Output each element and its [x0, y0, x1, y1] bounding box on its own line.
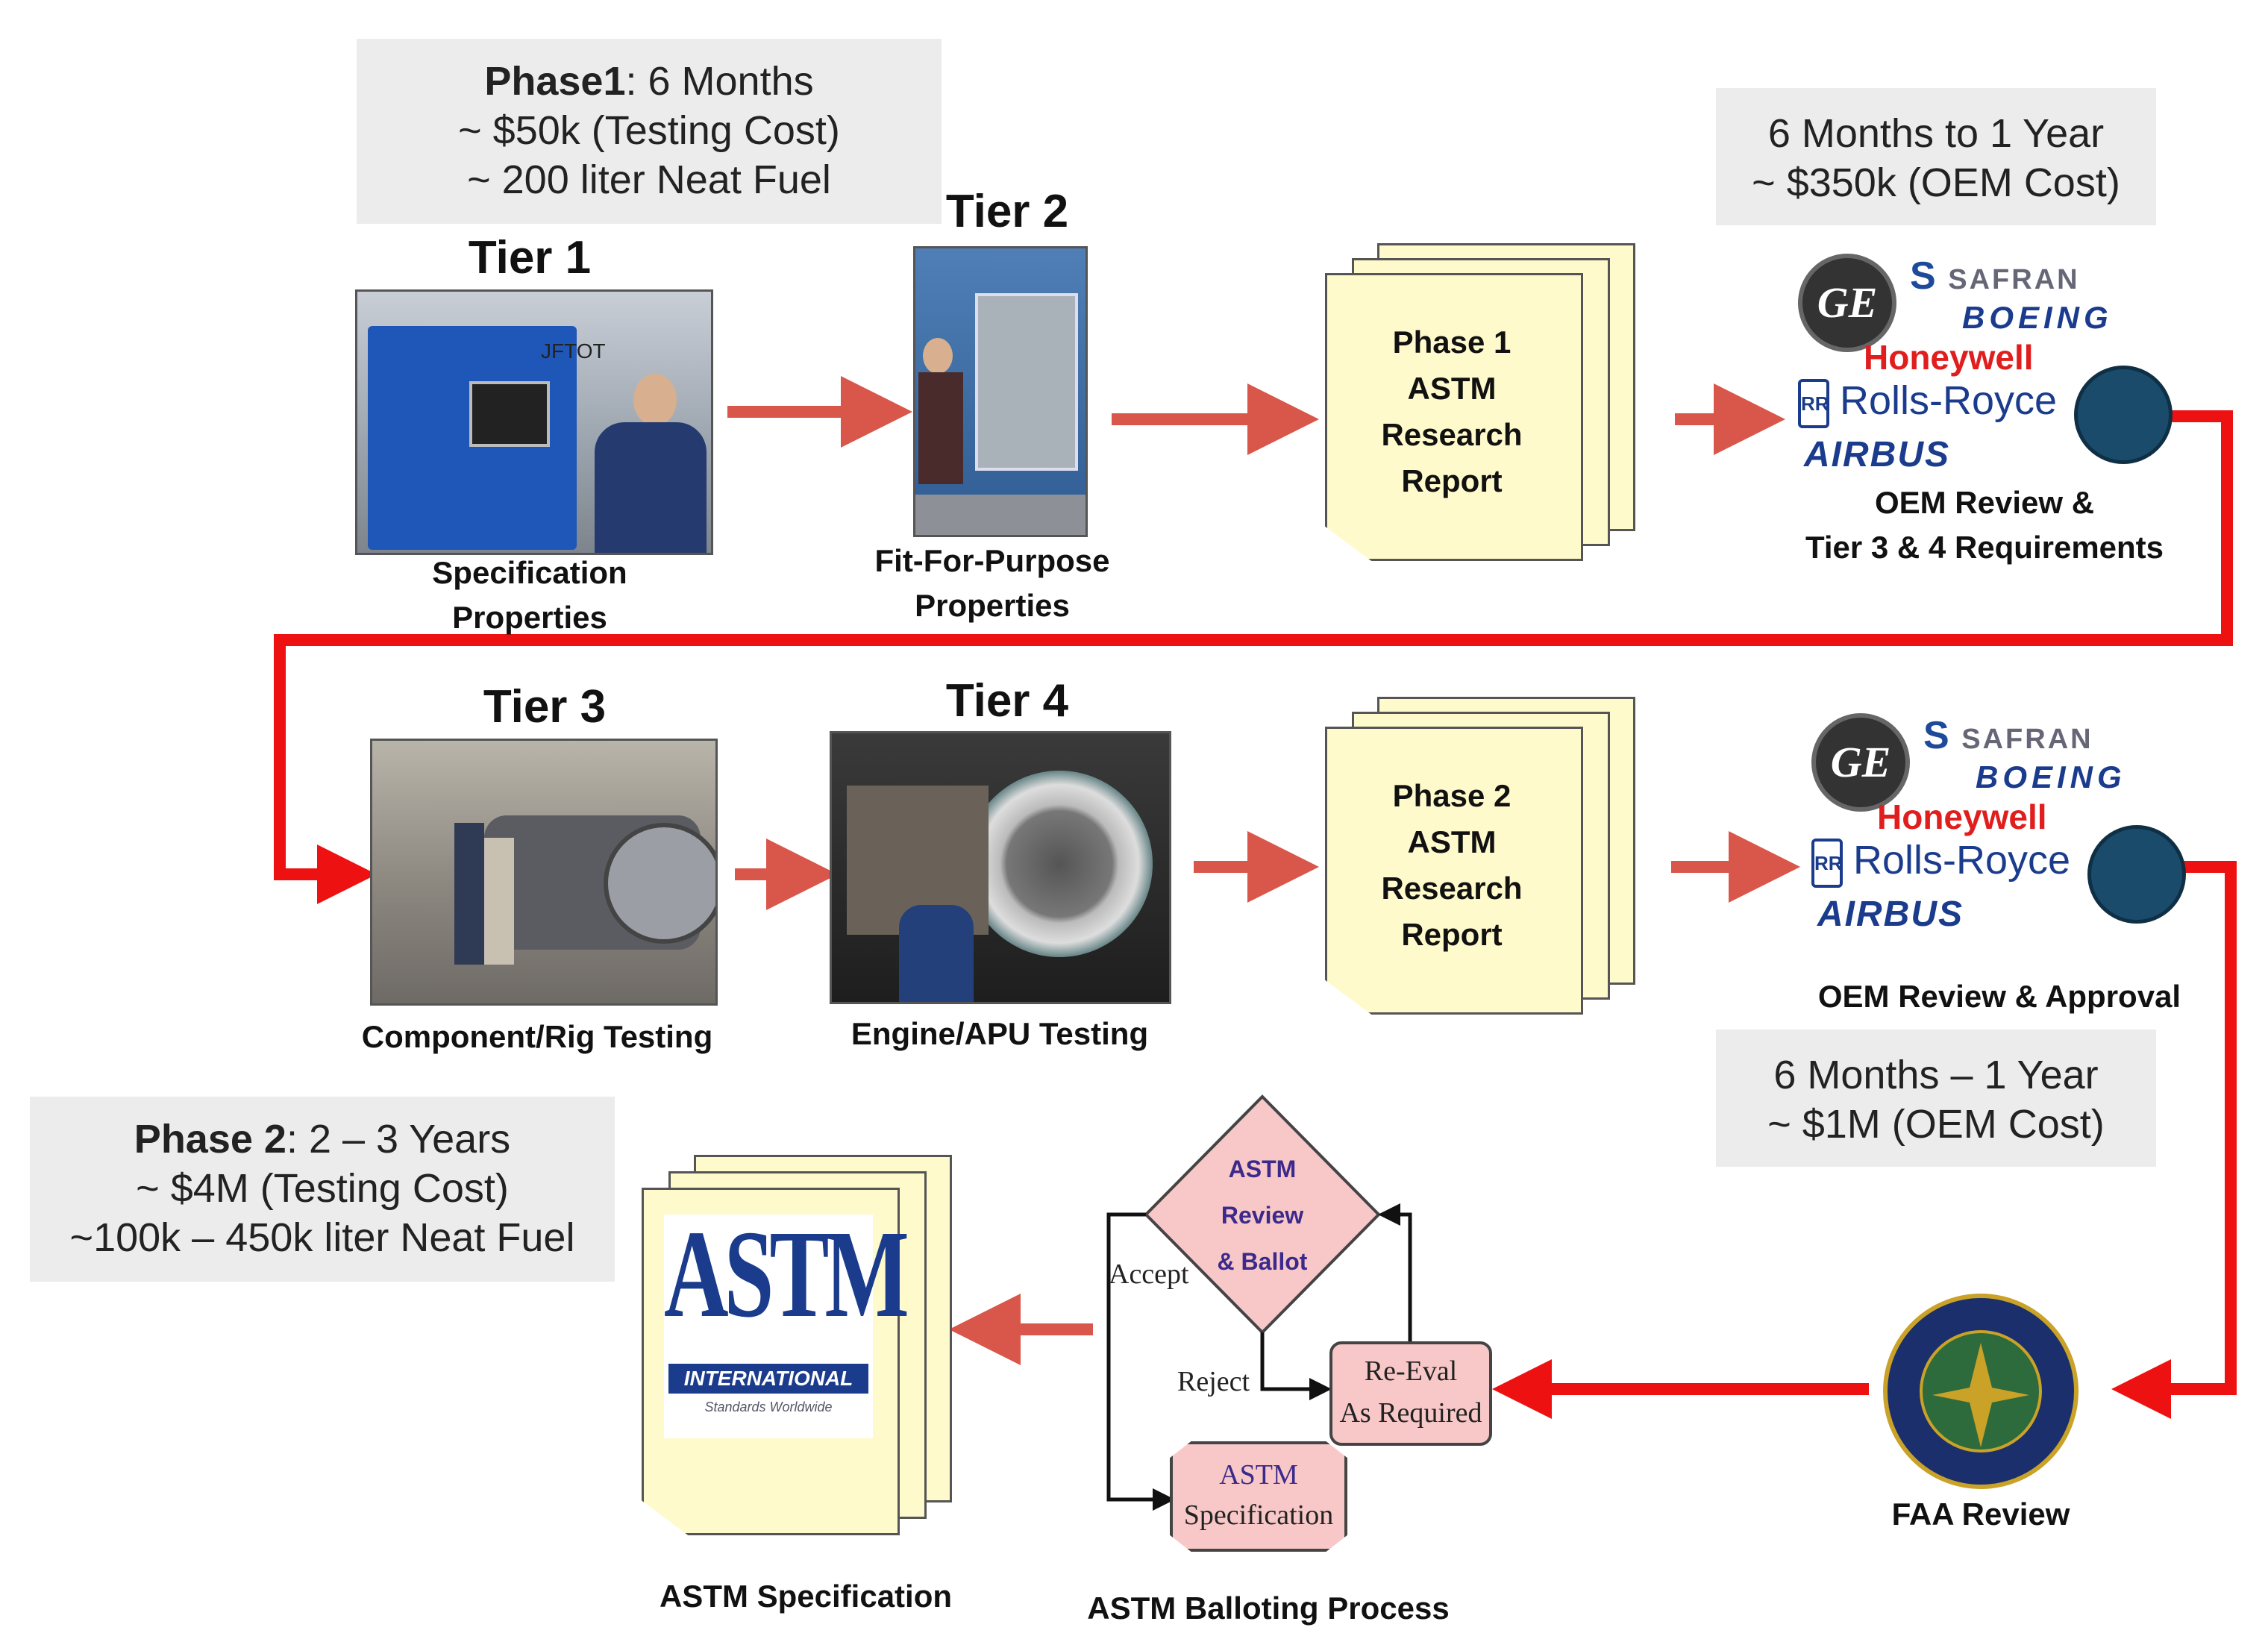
- reeval-line1: Re-Eval: [1364, 1356, 1458, 1387]
- phase2-note: Phase 2: 2 – 3 Years ~ $4M (Testing Cost…: [30, 1097, 615, 1282]
- oem1-caption: OEM Review & Tier 3 & 4 Requirements: [1805, 485, 2164, 565]
- tier3-title: Tier 3: [483, 681, 607, 733]
- tier2-rig: [975, 293, 1078, 471]
- astm-spec-box-line1: ASTM: [1219, 1459, 1298, 1491]
- phase2-fuel: ~100k – 450k liter Neat Fuel: [69, 1215, 575, 1260]
- astm-spec-document: ASTM INTERNATIONAL Standards Worldwide: [642, 1155, 970, 1535]
- phase2-report: Phase 2 ASTM Research Report: [1325, 697, 1638, 1015]
- oem-cost-note-2: 6 Months – 1 Year ~ $1M (OEM Cost): [1716, 1030, 2156, 1167]
- boeing-logo: BOEING: [1962, 300, 2113, 335]
- oem-cost-note-1-cost: ~ $350k (OEM Cost): [1752, 160, 2120, 205]
- astm-logo: ASTM INTERNATIONAL Standards Worldwide: [664, 1204, 909, 1438]
- tier3-person-1: [454, 823, 484, 965]
- phase2-duration: : 2 – 3 Years: [286, 1117, 511, 1162]
- tier2-title: Tier 2: [945, 186, 1069, 237]
- airbus-logo-2: AIRBUS: [1817, 894, 1964, 934]
- ballot-diamond-text: ASTM Review & Ballot: [1217, 1156, 1308, 1275]
- airbus-logo: AIRBUS: [1804, 435, 1951, 474]
- tier2-operator-head: [923, 338, 953, 374]
- tier1-title: Tier 1: [468, 232, 592, 283]
- pratt-whitney-eagle-icon-2: [2087, 825, 2186, 924]
- safran-logo: S SAFRAN: [1910, 254, 2080, 298]
- phase2-label: Phase 2: [134, 1117, 286, 1162]
- phase2-report-text: Phase 2 ASTM Research Report: [1381, 778, 1523, 952]
- oem-cost-note-1: 6 Months to 1 Year ~ $350k (OEM Cost): [1716, 88, 2156, 225]
- safran-logo-2: S SAFRAN: [1923, 714, 2093, 757]
- phase1-note: Phase1: 6 Months ~ $50k (Testing Cost) ~…: [357, 39, 942, 224]
- tier2-photo: [913, 246, 1088, 537]
- reeval-box: Re-Eval As Required: [1329, 1341, 1492, 1446]
- ge-logo-2: GE: [1811, 713, 1910, 812]
- rolls-royce-badge-icon-2: RR: [1811, 838, 1843, 888]
- honeywell-logo-2: Honeywell: [1877, 797, 2047, 836]
- faa-seal-icon: [1883, 1294, 2079, 1489]
- faa-caption: FAA Review: [1891, 1497, 2070, 1532]
- phase1-report: Phase 1 ASTM Research Report: [1325, 243, 1638, 561]
- tier3-engine-cylinder: [604, 823, 715, 944]
- accept-label: Accept: [1109, 1259, 1189, 1290]
- tier2-caption: Fit-For-Purpose Properties: [874, 543, 1110, 623]
- tier1-photo: JFTOT: [355, 289, 713, 555]
- tier1-caption: Specification Properties: [432, 555, 627, 635]
- phase1-duration: : 6 Months: [625, 59, 814, 104]
- phase1-label: Phase1: [484, 59, 626, 104]
- tier4-title: Tier 4: [945, 675, 1069, 727]
- astm-logo-mark: ASTM: [664, 1204, 909, 1344]
- jftot-label: JFTOT: [541, 339, 606, 363]
- reject-label: Reject: [1177, 1366, 1250, 1397]
- tier2-floor: [915, 495, 1086, 535]
- rolls-royce-badge-icon: RR: [1798, 378, 1829, 428]
- tier2-operator-body: [918, 372, 963, 484]
- astm-spec-caption: ASTM Specification: [659, 1579, 953, 1614]
- honeywell-logo: Honeywell: [1864, 338, 2034, 377]
- tier4-technician: [899, 905, 974, 1002]
- operator-head: [633, 374, 677, 426]
- ballot-caption: ASTM Balloting Process: [1087, 1591, 1450, 1626]
- tier4-photo: [830, 731, 1171, 1004]
- pratt-whitney-eagle-icon: [2074, 366, 2173, 464]
- jftot-screen: [469, 381, 550, 447]
- phase2-cost: ~ $4M (Testing Cost): [136, 1166, 509, 1211]
- ge-logo: GE: [1798, 254, 1896, 352]
- tier3-person-2: [484, 838, 514, 965]
- astm-spec-box: ASTM Specification: [1170, 1441, 1347, 1552]
- astm-international-label: INTERNATIONAL: [668, 1364, 868, 1394]
- tier4-engine-fan: [966, 771, 1153, 957]
- tier3-caption: Component/Rig Testing: [361, 1019, 713, 1054]
- oem2-caption: OEM Review & Approval: [1817, 979, 2181, 1014]
- boeing-logo-2: BOEING: [1976, 759, 2126, 795]
- tier3-photo: [370, 739, 718, 1006]
- oem-cost-note-1-duration: 6 Months to 1 Year: [1767, 111, 2105, 156]
- phase1-report-text: Phase 1 ASTM Research Report: [1381, 325, 1523, 498]
- astm-spec-box-line2: Specification: [1183, 1499, 1334, 1531]
- operator-body: [595, 422, 707, 553]
- oem-cost-note-2-cost: ~ $1M (OEM Cost): [1767, 1102, 2105, 1147]
- arrow-oem1-to-tier3: [274, 410, 2233, 904]
- phase1-cost: ~ $50k (Testing Cost): [458, 108, 840, 153]
- astm-tagline: Standards Worldwide: [704, 1400, 833, 1414]
- arrow-oem2-to-faa: [2111, 861, 2237, 1419]
- reeval-loop-connector: [1378, 1203, 1412, 1343]
- oem-cost-note-2-duration: 6 Months – 1 Year: [1773, 1053, 2099, 1097]
- reject-connector: [1260, 1332, 1332, 1400]
- phase1-fuel: ~ 200 liter Neat Fuel: [467, 157, 831, 202]
- tier4-caption: Engine/APU Testing: [850, 1016, 1149, 1051]
- reeval-line2: As Required: [1339, 1397, 1482, 1429]
- accept-connector: [1106, 1212, 1175, 1511]
